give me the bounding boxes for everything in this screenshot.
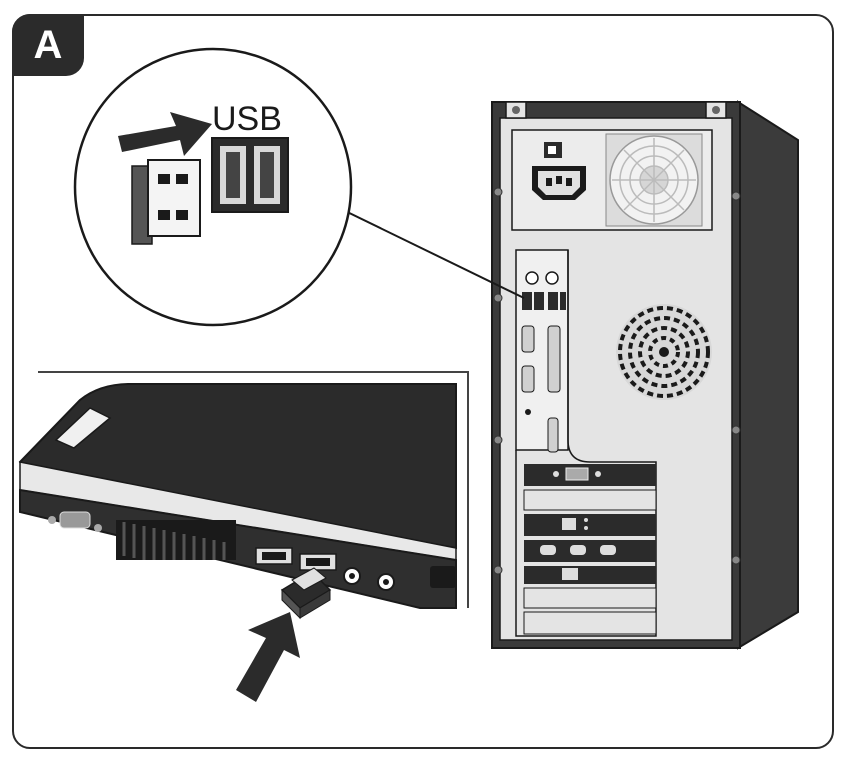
- laptop-vga-port: [48, 511, 102, 532]
- power-supply: [511, 129, 713, 231]
- io-panel: [515, 249, 569, 453]
- usb-port-icon: [211, 137, 289, 213]
- tower-usb-ports: [522, 292, 566, 310]
- usb-dongle-icon: [280, 567, 332, 620]
- usb-callout: USB: [73, 47, 353, 327]
- arrow-right-icon: [118, 112, 212, 156]
- usb-dongle-icon: [131, 159, 201, 245]
- psu-fan: [605, 133, 703, 227]
- step-label: A: [33, 23, 63, 67]
- arrow-up-icon: [236, 612, 300, 702]
- step-badge: A: [12, 14, 84, 76]
- laptop-usb-ports: [255, 547, 337, 571]
- expansion-slots: [523, 464, 657, 635]
- laptop-vent: [116, 520, 236, 560]
- laptop: [18, 371, 469, 609]
- case-fan: [616, 304, 712, 400]
- desktop-tower: [491, 100, 799, 650]
- usb-label: USB: [212, 100, 282, 138]
